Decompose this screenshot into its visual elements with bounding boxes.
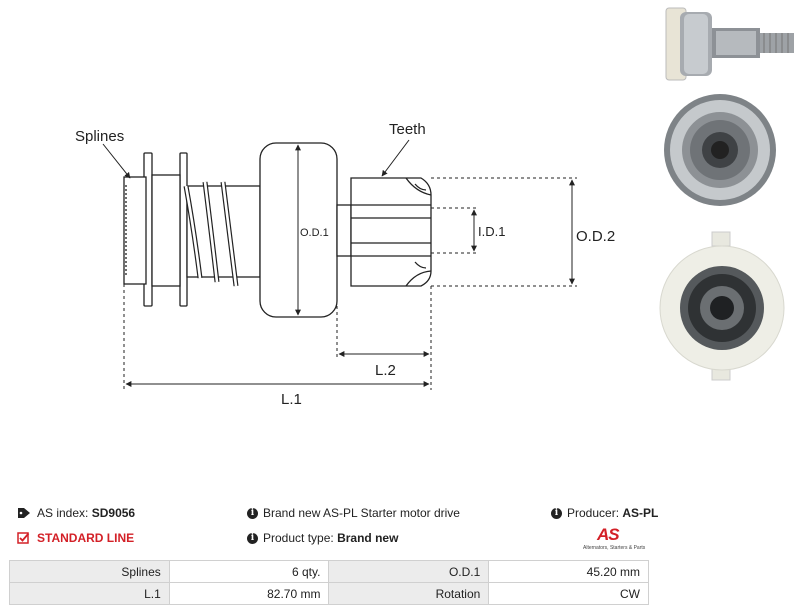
standard-line-row: STANDARD LINE <box>17 530 134 546</box>
table-row: Splines 6 qty. O.D.1 45.20 mm <box>9 560 649 583</box>
side-view-photo <box>665 7 794 81</box>
spec-value: 82.70 mm <box>168 582 330 605</box>
producer-label: Producer: <box>567 506 620 520</box>
spec-table: Splines 6 qty. O.D.1 45.20 mm L.1 82.70 … <box>9 560 649 605</box>
label-od2: O.D.2 <box>576 228 615 245</box>
clutch-body <box>151 174 181 287</box>
label-splines: Splines <box>75 128 124 145</box>
info-icon: i <box>247 532 258 544</box>
logo-mark: AS <box>597 525 620 544</box>
technical-drawing: Splines Teeth O.D.1 I.D.1 O.D.2 L.2 L.1 <box>75 121 615 408</box>
spec-key: L.1 <box>9 582 170 605</box>
flange-plate-right <box>179 152 188 307</box>
spec-key: Rotation <box>328 582 490 605</box>
as-index-row: AS index: SD9056 <box>17 505 135 521</box>
info-icon: i <box>551 507 562 519</box>
checkbox-icon <box>17 532 31 544</box>
standard-line-label: STANDARD LINE <box>37 531 135 545</box>
description-text: Brand new AS-PL Starter motor drive <box>263 506 460 520</box>
spline-hub <box>123 176 147 285</box>
producer-row: i Producer: AS-PL <box>551 505 658 521</box>
label-teeth: Teeth <box>389 121 426 138</box>
label-id1: I.D.1 <box>478 224 505 239</box>
spec-value: 45.20 mm <box>488 560 649 583</box>
product-type-value: Brand new <box>337 531 399 545</box>
spec-value: 6 qty. <box>168 560 330 583</box>
tag-icon <box>17 507 31 519</box>
as-index-value: SD9056 <box>91 506 136 520</box>
spec-key: Splines <box>9 560 170 583</box>
producer-value: AS-PL <box>622 506 659 520</box>
pinion-end-photo <box>664 94 776 206</box>
label-od1: O.D.1 <box>300 227 329 239</box>
splined-end-photo <box>659 231 785 381</box>
table-row: L.1 82.70 mm Rotation CW <box>9 582 649 605</box>
product-type-label: Product type: <box>263 531 334 545</box>
as-pl-logo: AS Alternators, Starters & Parts <box>583 525 651 553</box>
info-icon: i <box>247 507 258 519</box>
description-row: i Brand new AS-PL Starter motor drive <box>247 505 460 521</box>
label-l1: L.1 <box>281 391 302 408</box>
pinion <box>350 177 432 287</box>
spec-value: CW <box>488 582 649 605</box>
product-type-row: i Product type: Brand new <box>247 530 398 546</box>
spec-key: O.D.1 <box>328 560 490 583</box>
as-index-label: AS index: <box>37 506 89 520</box>
label-l2: L.2 <box>375 362 396 379</box>
neck <box>336 204 352 257</box>
logo-tagline: Alternators, Starters & Parts <box>583 545 646 551</box>
